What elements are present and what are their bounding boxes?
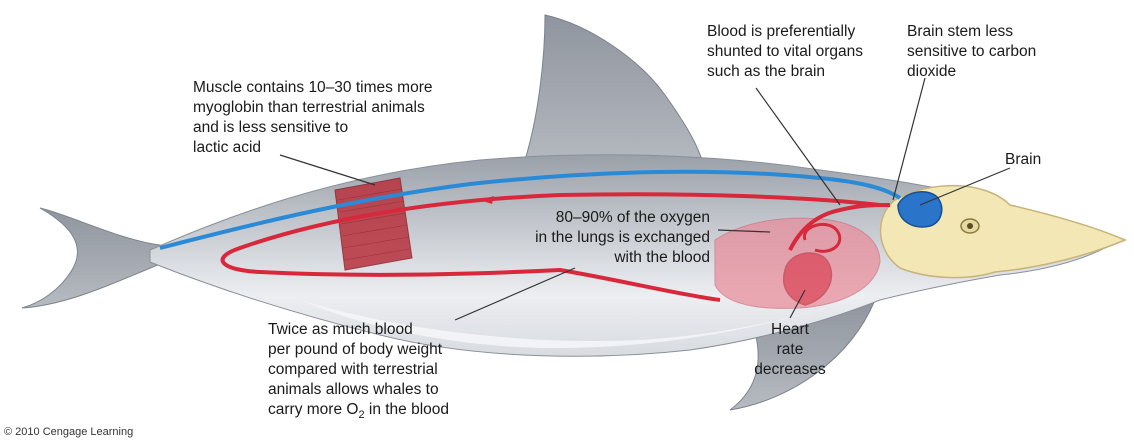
label-muscle: Muscle contains 10–30 times more myoglob… [193, 78, 433, 158]
label-blood-volume-last: carry more O2 in the blood [268, 400, 449, 425]
label-heart: Heart rate decreases [740, 320, 840, 380]
tail-fluke [22, 208, 165, 308]
label-blood-shunt: Blood is preferentially shunted to vital… [707, 22, 863, 82]
dorsal-fin [520, 15, 705, 175]
leader-muscle [280, 155, 375, 185]
label-blood-volume: Twice as much blood per pound of body we… [268, 320, 449, 425]
label-oxygen: 80–90% of the oxygen in the lungs is exc… [520, 208, 710, 268]
label-brain-stem: Brain stem less sensitive to carbon diox… [907, 22, 1036, 82]
label-brain: Brain [1005, 150, 1041, 170]
copyright-credit: © 2010 Cengage Learning [4, 426, 133, 438]
muscle-block [335, 178, 412, 270]
leader-brainstem [893, 78, 925, 200]
